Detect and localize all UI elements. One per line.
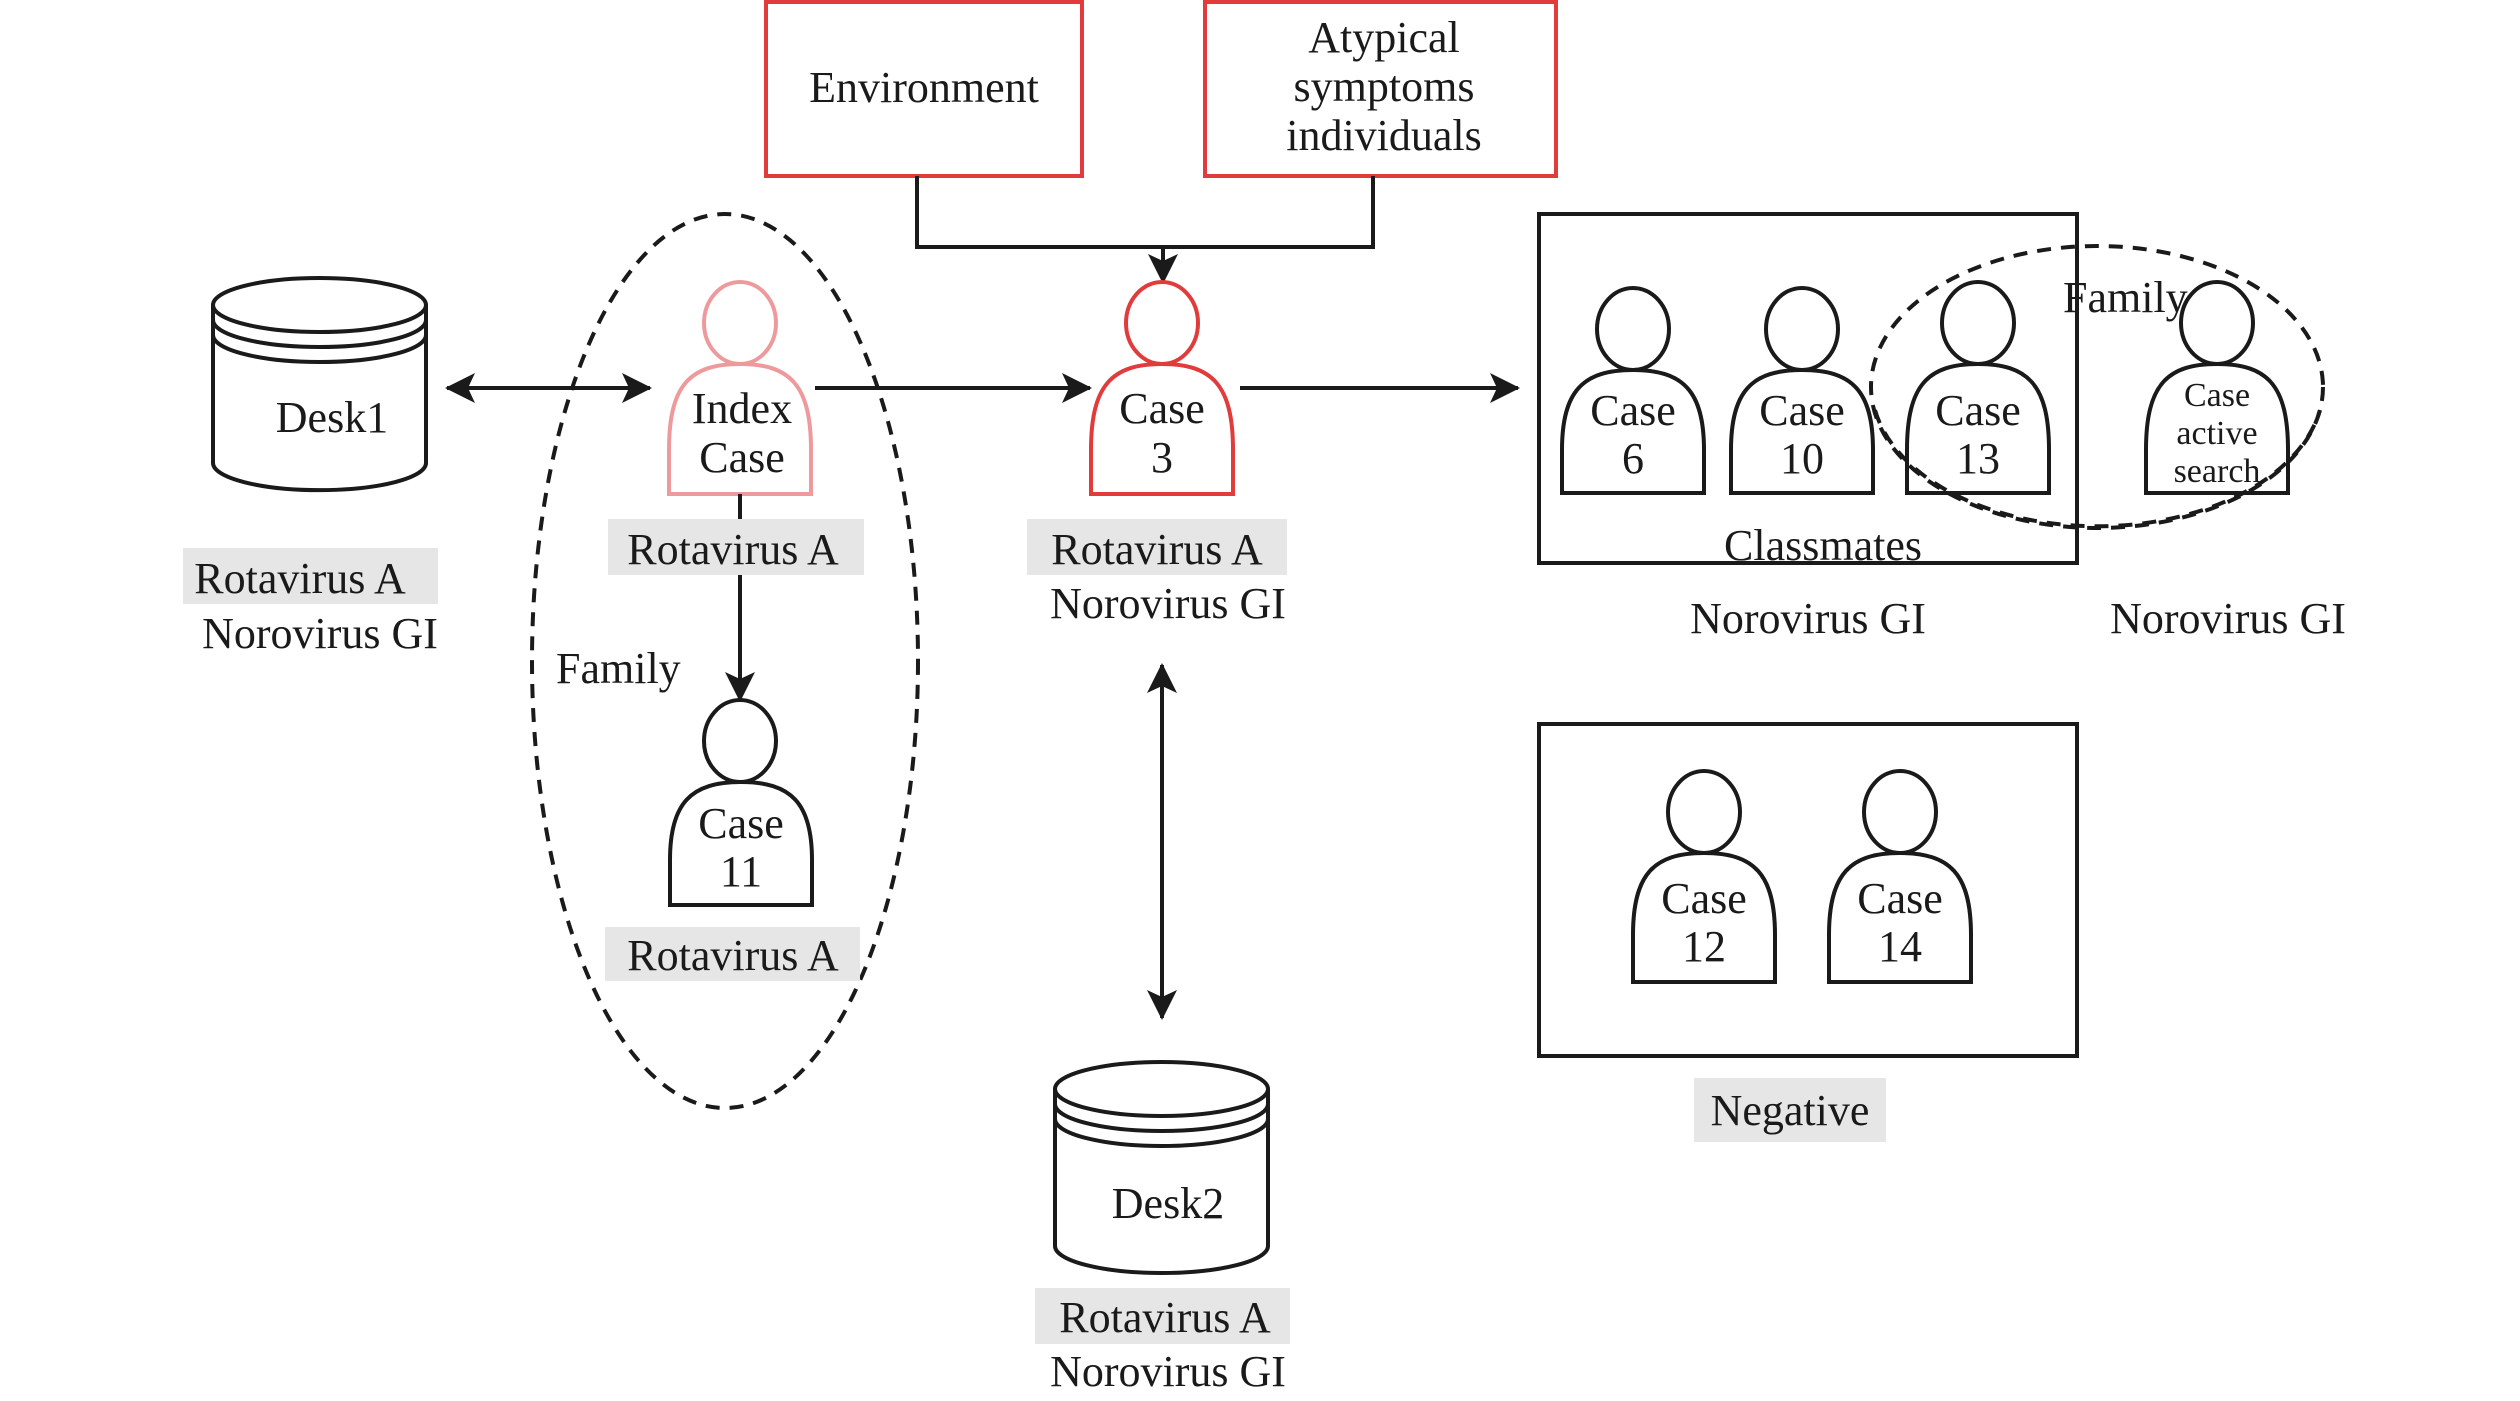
active-line1: Case bbox=[2184, 377, 2250, 414]
person-head-icon bbox=[1124, 280, 1200, 366]
person-body-icon bbox=[2144, 361, 2290, 495]
atypical-label-line1: Atypical bbox=[1308, 13, 1460, 62]
classmates-norovirus-label: Norovirus GI bbox=[1690, 594, 1926, 643]
case11-line1: Case bbox=[698, 799, 784, 848]
index-rotavirus-bg bbox=[608, 519, 864, 575]
index-rotavirus-label: Rotavirus A bbox=[627, 525, 839, 574]
case10-line2: 10 bbox=[1780, 434, 1824, 483]
case11-rotavirus-label: Rotavirus A bbox=[627, 931, 839, 980]
environment-box: Environment bbox=[764, 0, 1084, 178]
person-head-icon bbox=[702, 280, 778, 366]
person-head-icon bbox=[1940, 280, 2016, 366]
index-case-line1: Index bbox=[692, 384, 792, 433]
case10-line1: Case bbox=[1759, 386, 1845, 435]
person-case-12: Case 12 bbox=[1631, 769, 1777, 984]
negative-bg bbox=[1694, 1078, 1886, 1142]
person-case-6: Case 6 bbox=[1560, 286, 1706, 495]
person-case-10: Case 10 bbox=[1729, 286, 1875, 495]
desk1-rotavirus-bg bbox=[183, 548, 438, 604]
desk1-rotavirus-label: Rotavirus A bbox=[194, 554, 406, 603]
active-line3: search bbox=[2174, 453, 2261, 490]
desk2-rotavirus-label: Rotavirus A bbox=[1059, 1293, 1271, 1342]
case12-line1: Case bbox=[1661, 874, 1747, 923]
desk1-norovirus-label: Norovirus GI bbox=[202, 609, 438, 658]
case13-line2: 13 bbox=[1956, 434, 2000, 483]
person-body-icon bbox=[667, 361, 813, 496]
case14-line2: 14 bbox=[1878, 922, 1922, 971]
family-ellipse-right-front bbox=[1873, 409, 2322, 529]
desk2-cylinder: Desk2 bbox=[1053, 1060, 1270, 1275]
person-head-icon bbox=[1595, 286, 1671, 372]
desk2-label: Desk2 bbox=[1112, 1179, 1224, 1228]
person-body-icon bbox=[1089, 361, 1235, 496]
case6-line2: 6 bbox=[1622, 434, 1644, 483]
person-head-icon bbox=[702, 698, 778, 784]
atypical-symptoms-box: Atypical symptoms individuals bbox=[1203, 0, 1558, 178]
family-label-left: Family bbox=[556, 644, 681, 693]
classmates-label: Classmates bbox=[1724, 521, 1922, 570]
desk1-cylinder: Desk1 bbox=[211, 276, 428, 493]
case11-rotavirus-bg bbox=[605, 927, 860, 981]
active-norovirus-label: Norovirus GI bbox=[2110, 594, 2346, 643]
classmates-box bbox=[1537, 212, 2079, 565]
person-case-13: Case 13 bbox=[1905, 280, 2051, 495]
environment-label: Environment bbox=[809, 63, 1039, 112]
person-body-icon bbox=[668, 779, 814, 907]
person-head-icon bbox=[1764, 286, 1840, 372]
case3-rotavirus-bg bbox=[1027, 519, 1287, 575]
desk1-label: Desk1 bbox=[276, 393, 388, 442]
case12-line2: 12 bbox=[1682, 922, 1726, 971]
index-case-line2: Case bbox=[699, 433, 785, 482]
case6-line1: Case bbox=[1590, 386, 1676, 435]
case11-line2: 11 bbox=[720, 847, 762, 896]
person-body-icon bbox=[1827, 850, 1973, 984]
negative-label: Negative bbox=[1711, 1086, 1870, 1135]
person-index-case: Index Case bbox=[667, 280, 813, 496]
person-body-icon bbox=[1729, 367, 1875, 495]
negative-box bbox=[1537, 722, 2079, 1058]
atypical-label-line2: symptoms bbox=[1294, 62, 1475, 111]
person-case-14: Case 14 bbox=[1827, 769, 1973, 984]
case3-rotavirus-label: Rotavirus A bbox=[1051, 525, 1263, 574]
desk2-rotavirus-bg bbox=[1035, 1288, 1290, 1344]
case3-line2: 3 bbox=[1151, 433, 1173, 482]
person-body-icon bbox=[1905, 361, 2051, 495]
case3-line1: Case bbox=[1119, 384, 1205, 433]
person-case-3: Case 3 bbox=[1089, 280, 1235, 496]
case13-line1: Case bbox=[1935, 386, 2021, 435]
person-body-icon bbox=[1560, 367, 1706, 495]
active-line2: active bbox=[2176, 415, 2257, 452]
person-head-icon bbox=[2179, 280, 2255, 366]
case14-line1: Case bbox=[1857, 874, 1943, 923]
case3-norovirus-label: Norovirus GI bbox=[1050, 579, 1286, 628]
atypical-label-line3: individuals bbox=[1286, 111, 1482, 160]
person-body-icon bbox=[1631, 850, 1777, 984]
person-head-icon bbox=[1862, 769, 1938, 855]
sources-connector bbox=[915, 176, 1375, 249]
person-head-icon bbox=[1666, 769, 1742, 855]
desk2-norovirus-label: Norovirus GI bbox=[1050, 1347, 1286, 1396]
family-label-right: Family bbox=[2063, 273, 2188, 322]
family-ellipse-left bbox=[530, 212, 920, 1110]
person-case-active-search: Case active search bbox=[2144, 280, 2290, 495]
person-case-11: Case 11 bbox=[668, 698, 814, 907]
